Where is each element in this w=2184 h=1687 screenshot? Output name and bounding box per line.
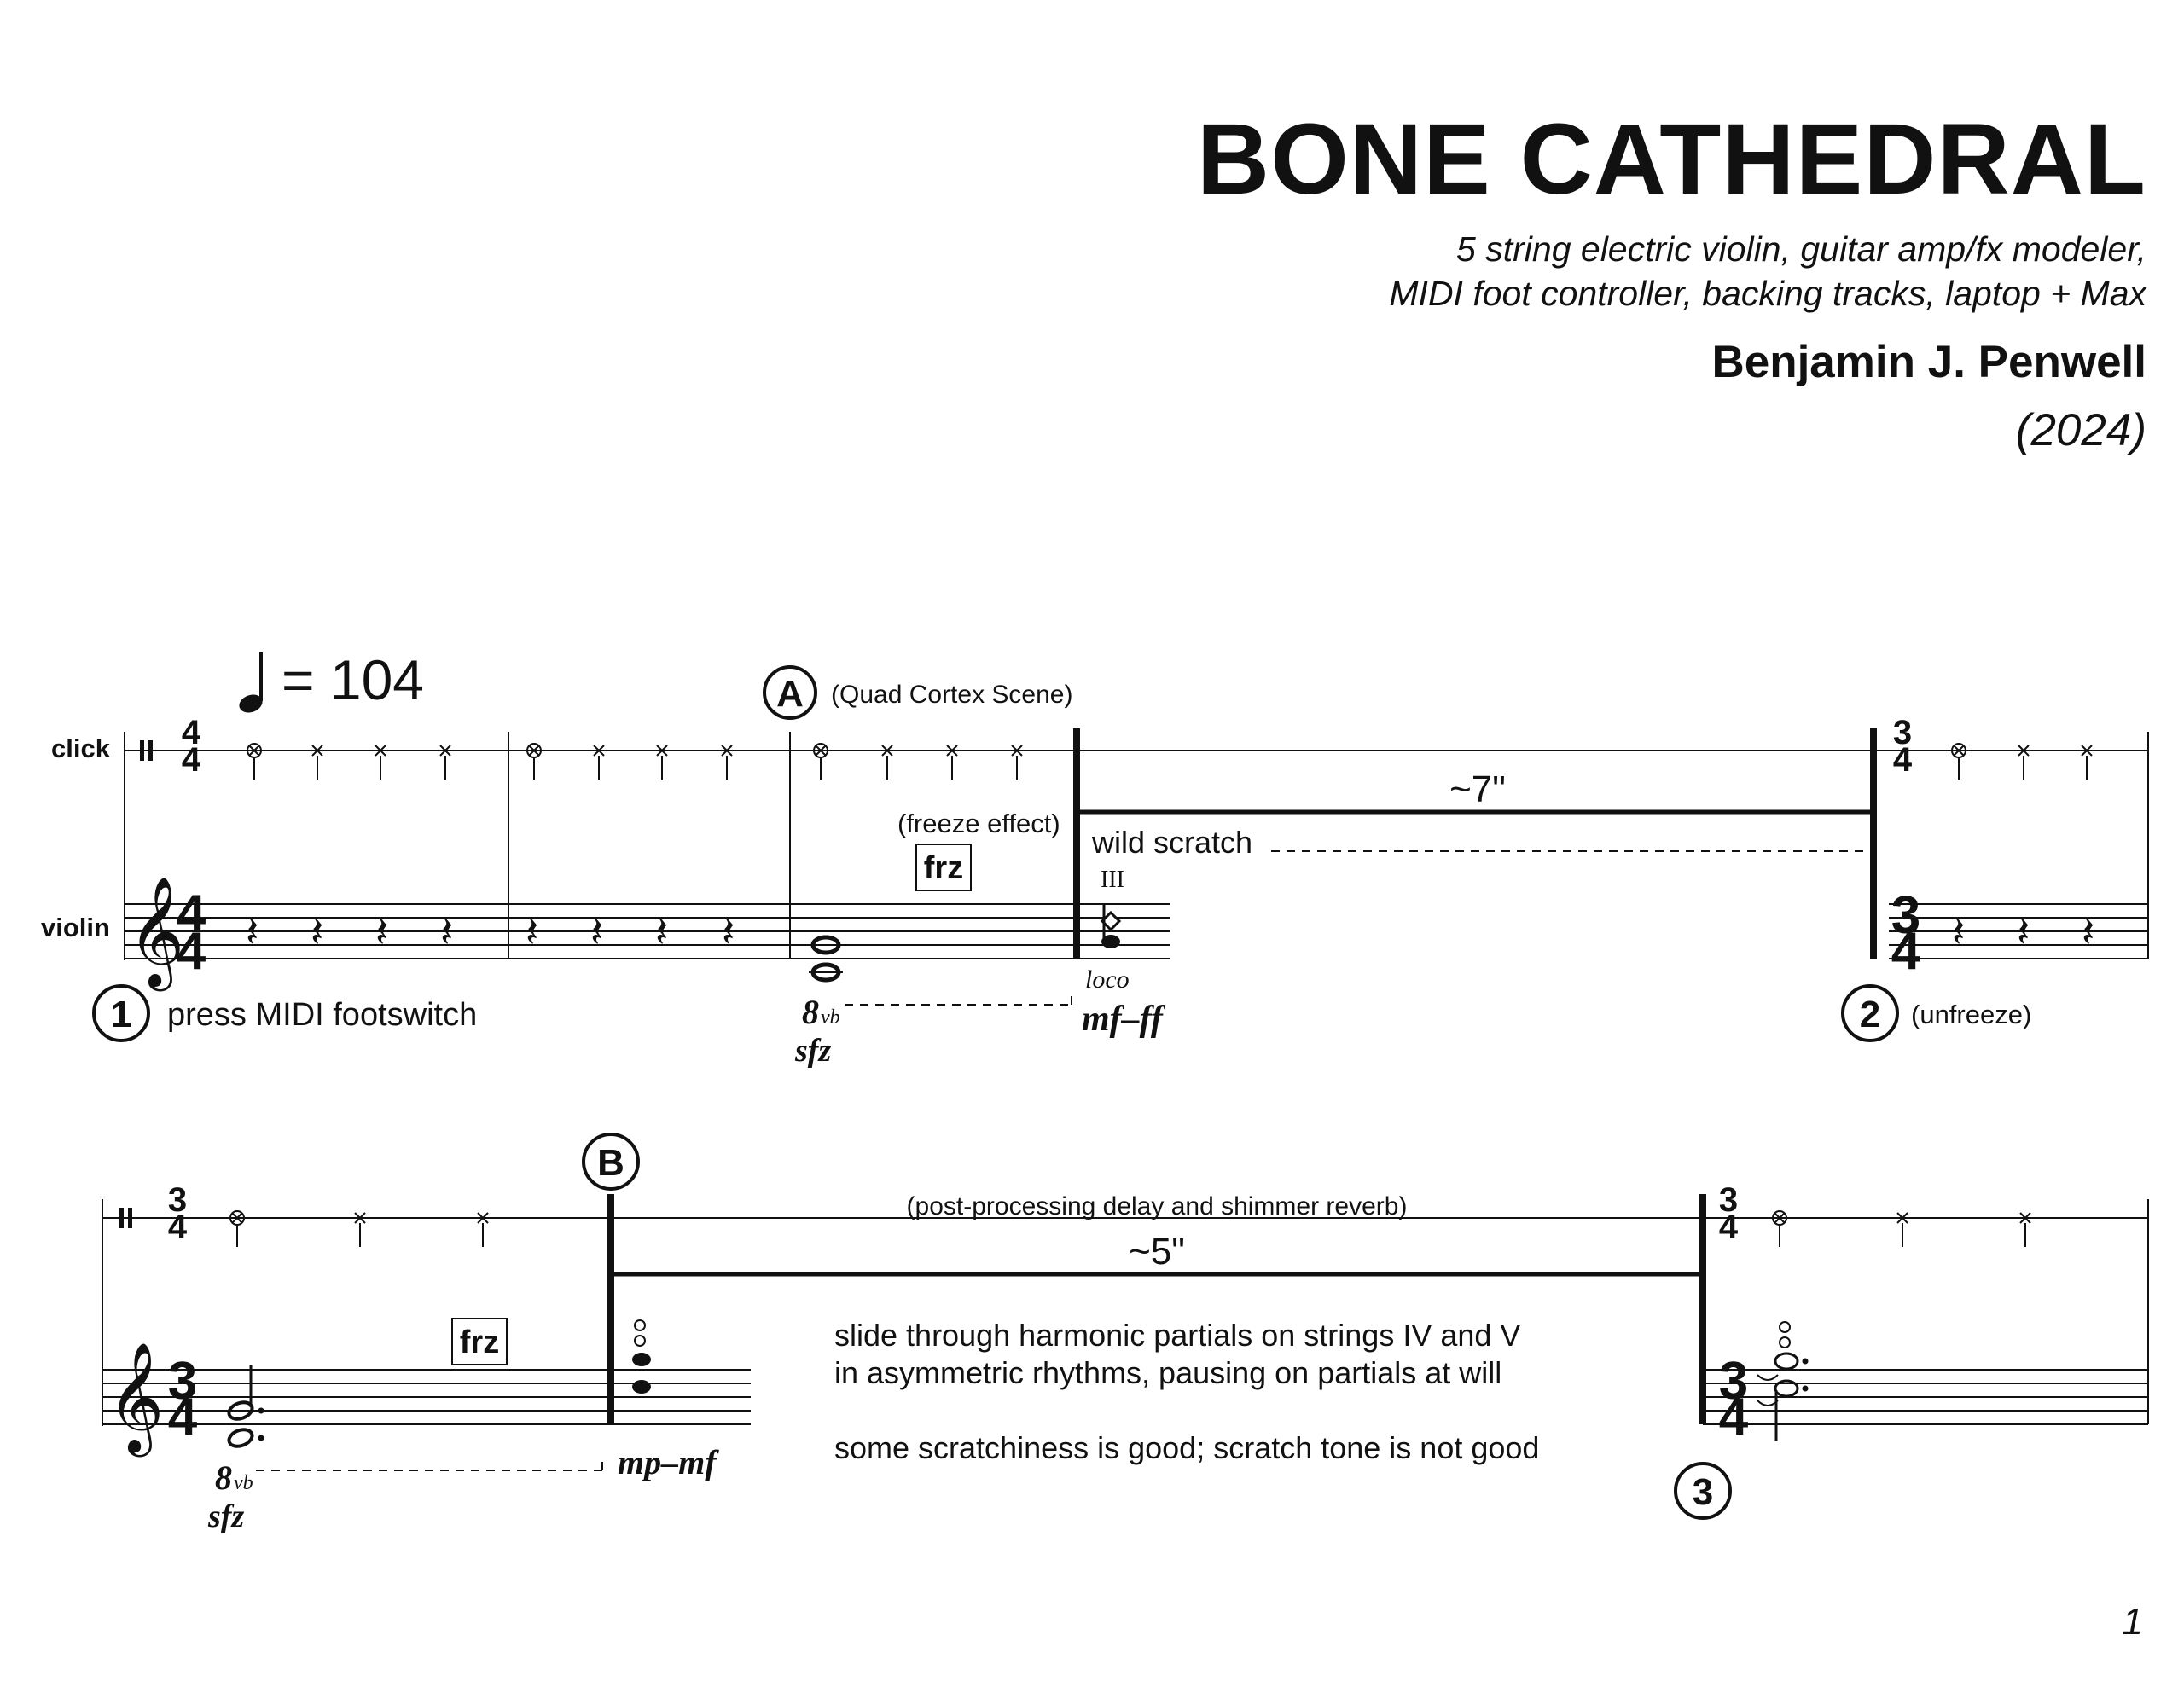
end-violin-time-sig-top: 3 [1891, 886, 1920, 945]
svg-text:𝄽: 𝄽 [590, 908, 603, 956]
click-time-sig-bottom-2: 4 [168, 1209, 188, 1246]
click-time-sig-top-2: 3 [168, 1181, 187, 1219]
cue-3-circle [1674, 1462, 1732, 1520]
frz-label-2: frz [460, 1325, 499, 1360]
frz-box-2 [451, 1318, 508, 1365]
scene-note: (Quad Cortex Scene) [831, 681, 1072, 709]
svg-text:𝄽: 𝄽 [526, 908, 538, 956]
piece-title: BONE CATHEDRAL [1196, 103, 2146, 216]
harmonic-chord [632, 1319, 651, 1394]
wild-scratch-text: wild scratch [1091, 825, 1252, 860]
cue-1-circle [92, 984, 150, 1042]
svg-text:𝄽: 𝄽 [722, 908, 735, 956]
svg-text:𝄽: 𝄽 [246, 908, 258, 956]
svg-text:𝄽: 𝄽 [2017, 908, 2030, 956]
violin-staff-1 [125, 903, 2148, 959]
click-time-sig-bottom: 4 [182, 741, 201, 779]
dynamic-sfz: sfz [794, 1033, 831, 1069]
system-1: = 104 click violin 𝄞 4 4 4 4 [41, 648, 2149, 1069]
octave-mark-2: 8 [215, 1458, 232, 1497]
end-violin-time-sig-top-2: 3 [1719, 1352, 1748, 1411]
tempo-marking: = 104 [239, 648, 424, 713]
click-time-sig-top: 4 [182, 714, 201, 751]
frz-label: frz [924, 850, 963, 886]
violin-time-sig-top: 4 [177, 884, 206, 943]
composition-year: (2024) [2015, 405, 2146, 455]
string-number: III [1101, 867, 1124, 893]
composer-name: Benjamin J. Penwell [1711, 337, 2146, 387]
rehearsal-mark-a [763, 665, 817, 720]
frz-box [915, 844, 972, 891]
violin-staff-label: violin [41, 913, 110, 942]
cue-2-circle [1841, 984, 1899, 1042]
rehearsal-b-label: B [597, 1142, 624, 1184]
quarter-note-icon [239, 694, 263, 713]
cue-2-text: (unfreeze) [1911, 1000, 2031, 1029]
instruction-line-3: some scratchiness is good; scratch tone … [834, 1430, 1539, 1465]
svg-text:𝄽: 𝄽 [311, 908, 323, 956]
instruction-line-2: in asymmetric rhythms, pausing on partia… [834, 1355, 1502, 1390]
tied-harmonic-chord [1757, 1321, 1809, 1441]
rehearsal-a-label: A [776, 673, 804, 715]
whole-note-chord [809, 935, 843, 983]
violin-time-sig-top-2: 3 [168, 1352, 197, 1411]
loco-marking: loco [1085, 965, 1130, 994]
octave-sub: vb [821, 1006, 840, 1029]
tempo-value: = 104 [282, 648, 424, 711]
instrumentation-line-2: MIDI foot controller, backing tracks, la… [1389, 274, 2146, 313]
rehearsal-mark-b [582, 1133, 640, 1191]
dynamic-mf-ff: mf–ff [1082, 1000, 1166, 1039]
cue-1-text: press MIDI footswitch [167, 997, 477, 1033]
duration-label: ~7" [1449, 768, 1506, 810]
percussion-clef-icon [119, 1208, 124, 1228]
violin-rests: 𝄽 𝄽 𝄽 𝄽 𝄽 𝄽 𝄽 𝄽 𝄽 𝄽 𝄽 [246, 908, 2094, 956]
cue-1-number: 1 [111, 994, 131, 1035]
duration-label-2: ~5" [1129, 1231, 1185, 1272]
dotted-half-chord [227, 1365, 264, 1448]
click-notes-2 [229, 1210, 2031, 1247]
page-number: 1 [2122, 1601, 2143, 1643]
svg-text:𝄽: 𝄽 [655, 908, 668, 956]
click-notes [247, 743, 2093, 780]
end-violin-time-sig-bottom: 4 [1891, 922, 1921, 981]
end-click-time-sig-bottom-2: 4 [1719, 1209, 1739, 1246]
end-click-time-sig-bottom: 4 [1893, 741, 1913, 779]
octave-sub-2: vb [234, 1472, 253, 1494]
instruction-line-1: slide through harmonic partials on strin… [834, 1318, 1520, 1353]
treble-clef-icon: 𝄞 [128, 878, 184, 992]
end-click-time-sig-top: 3 [1893, 714, 1912, 751]
svg-text:𝄽: 𝄽 [1952, 908, 1965, 956]
cue-2-number: 2 [1860, 994, 1880, 1035]
violin-time-sig-bottom: 4 [177, 922, 206, 981]
dynamic-sfz-2: sfz [207, 1499, 244, 1534]
scratch-note [1100, 904, 1122, 948]
post-processing-note: (post-processing delay and shimmer rever… [907, 1192, 1408, 1220]
system-2: 𝄞 3 4 3 4 8 vb sfz frz [102, 1133, 2149, 1534]
cue-3-number: 3 [1693, 1471, 1713, 1513]
octave-mark: 8 [802, 993, 819, 1031]
percussion-clef-icon [140, 740, 144, 761]
instrumentation-line-1: 5 string electric violin, guitar amp/fx … [1456, 229, 2146, 269]
svg-text:𝄽: 𝄽 [440, 908, 453, 956]
treble-clef-icon: 𝄞 [107, 1343, 164, 1458]
dynamic-mp-mf: mp–mf [618, 1443, 719, 1481]
svg-text:𝄽: 𝄽 [375, 908, 388, 956]
violin-time-sig-bottom-2: 4 [168, 1388, 198, 1446]
svg-text:𝄽: 𝄽 [2082, 908, 2094, 956]
click-staff-label: click [51, 733, 111, 763]
end-click-time-sig-top-2: 3 [1719, 1181, 1738, 1219]
freeze-effect-note: (freeze effect) [897, 809, 1060, 838]
end-violin-time-sig-bottom-2: 4 [1719, 1388, 1749, 1446]
